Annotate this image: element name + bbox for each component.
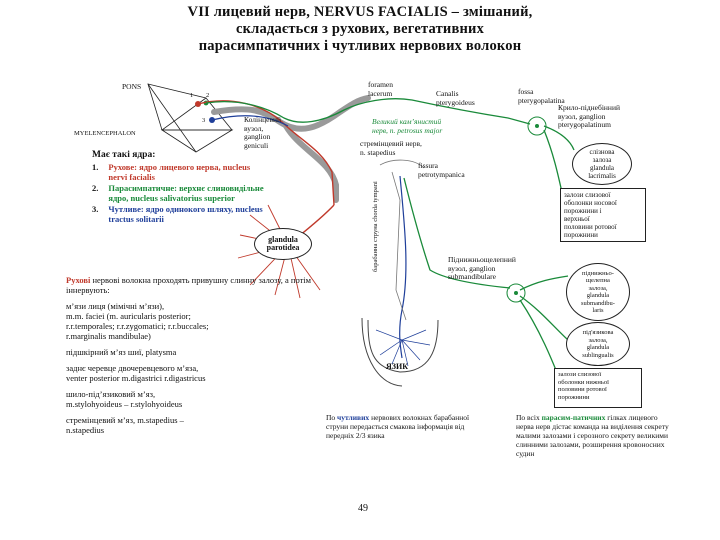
tongue-nerve-fan (376, 330, 430, 366)
myelencephalon-label: MYELENCEPHALON (74, 130, 136, 139)
stapedius-nerve-label: стремінцевий нерв,n. stapedius (360, 140, 422, 157)
page-number: 49 (358, 503, 368, 514)
nucleus-item-2: 2.Парасимпатичне: верхнє слиновидільне я… (92, 184, 267, 203)
chorda-tympani-loop (380, 160, 424, 320)
nuclei-heading: Має такі ядра: (92, 150, 267, 160)
tongue-label: ЯЗИК (386, 362, 408, 371)
nucleus-num-3: 3 (202, 117, 205, 126)
nucleus-item-1: 1.Рухове: ядро лицевого нерва, nucleus n… (92, 163, 267, 182)
pons-label: PONS (122, 83, 141, 92)
motor-intro: Рухові нервові волокна проходять привушн… (66, 275, 328, 295)
parasympathetic-fibers-text: По всіх парасим-патичних гілках лицевого… (516, 413, 672, 458)
nucleus-item-3: 3.Чутливе: ядро одинокого шляху, nucleus… (92, 205, 267, 224)
nucleus-num-1: 1 (190, 92, 193, 101)
motor-list: м’язи лиця (мімічні м’язи), m.m. faciei … (66, 301, 328, 435)
nucleus-num-2: 2 (206, 92, 209, 101)
sensory-fibers-text: По чутливих нервових волокнах барабанної… (326, 413, 476, 440)
motor-fibers-text: Рухові нервові волокна проходять привушн… (66, 275, 328, 435)
nuclei-section: Має такі ядра: 1.Рухове: ядро лицевого н… (92, 150, 267, 224)
